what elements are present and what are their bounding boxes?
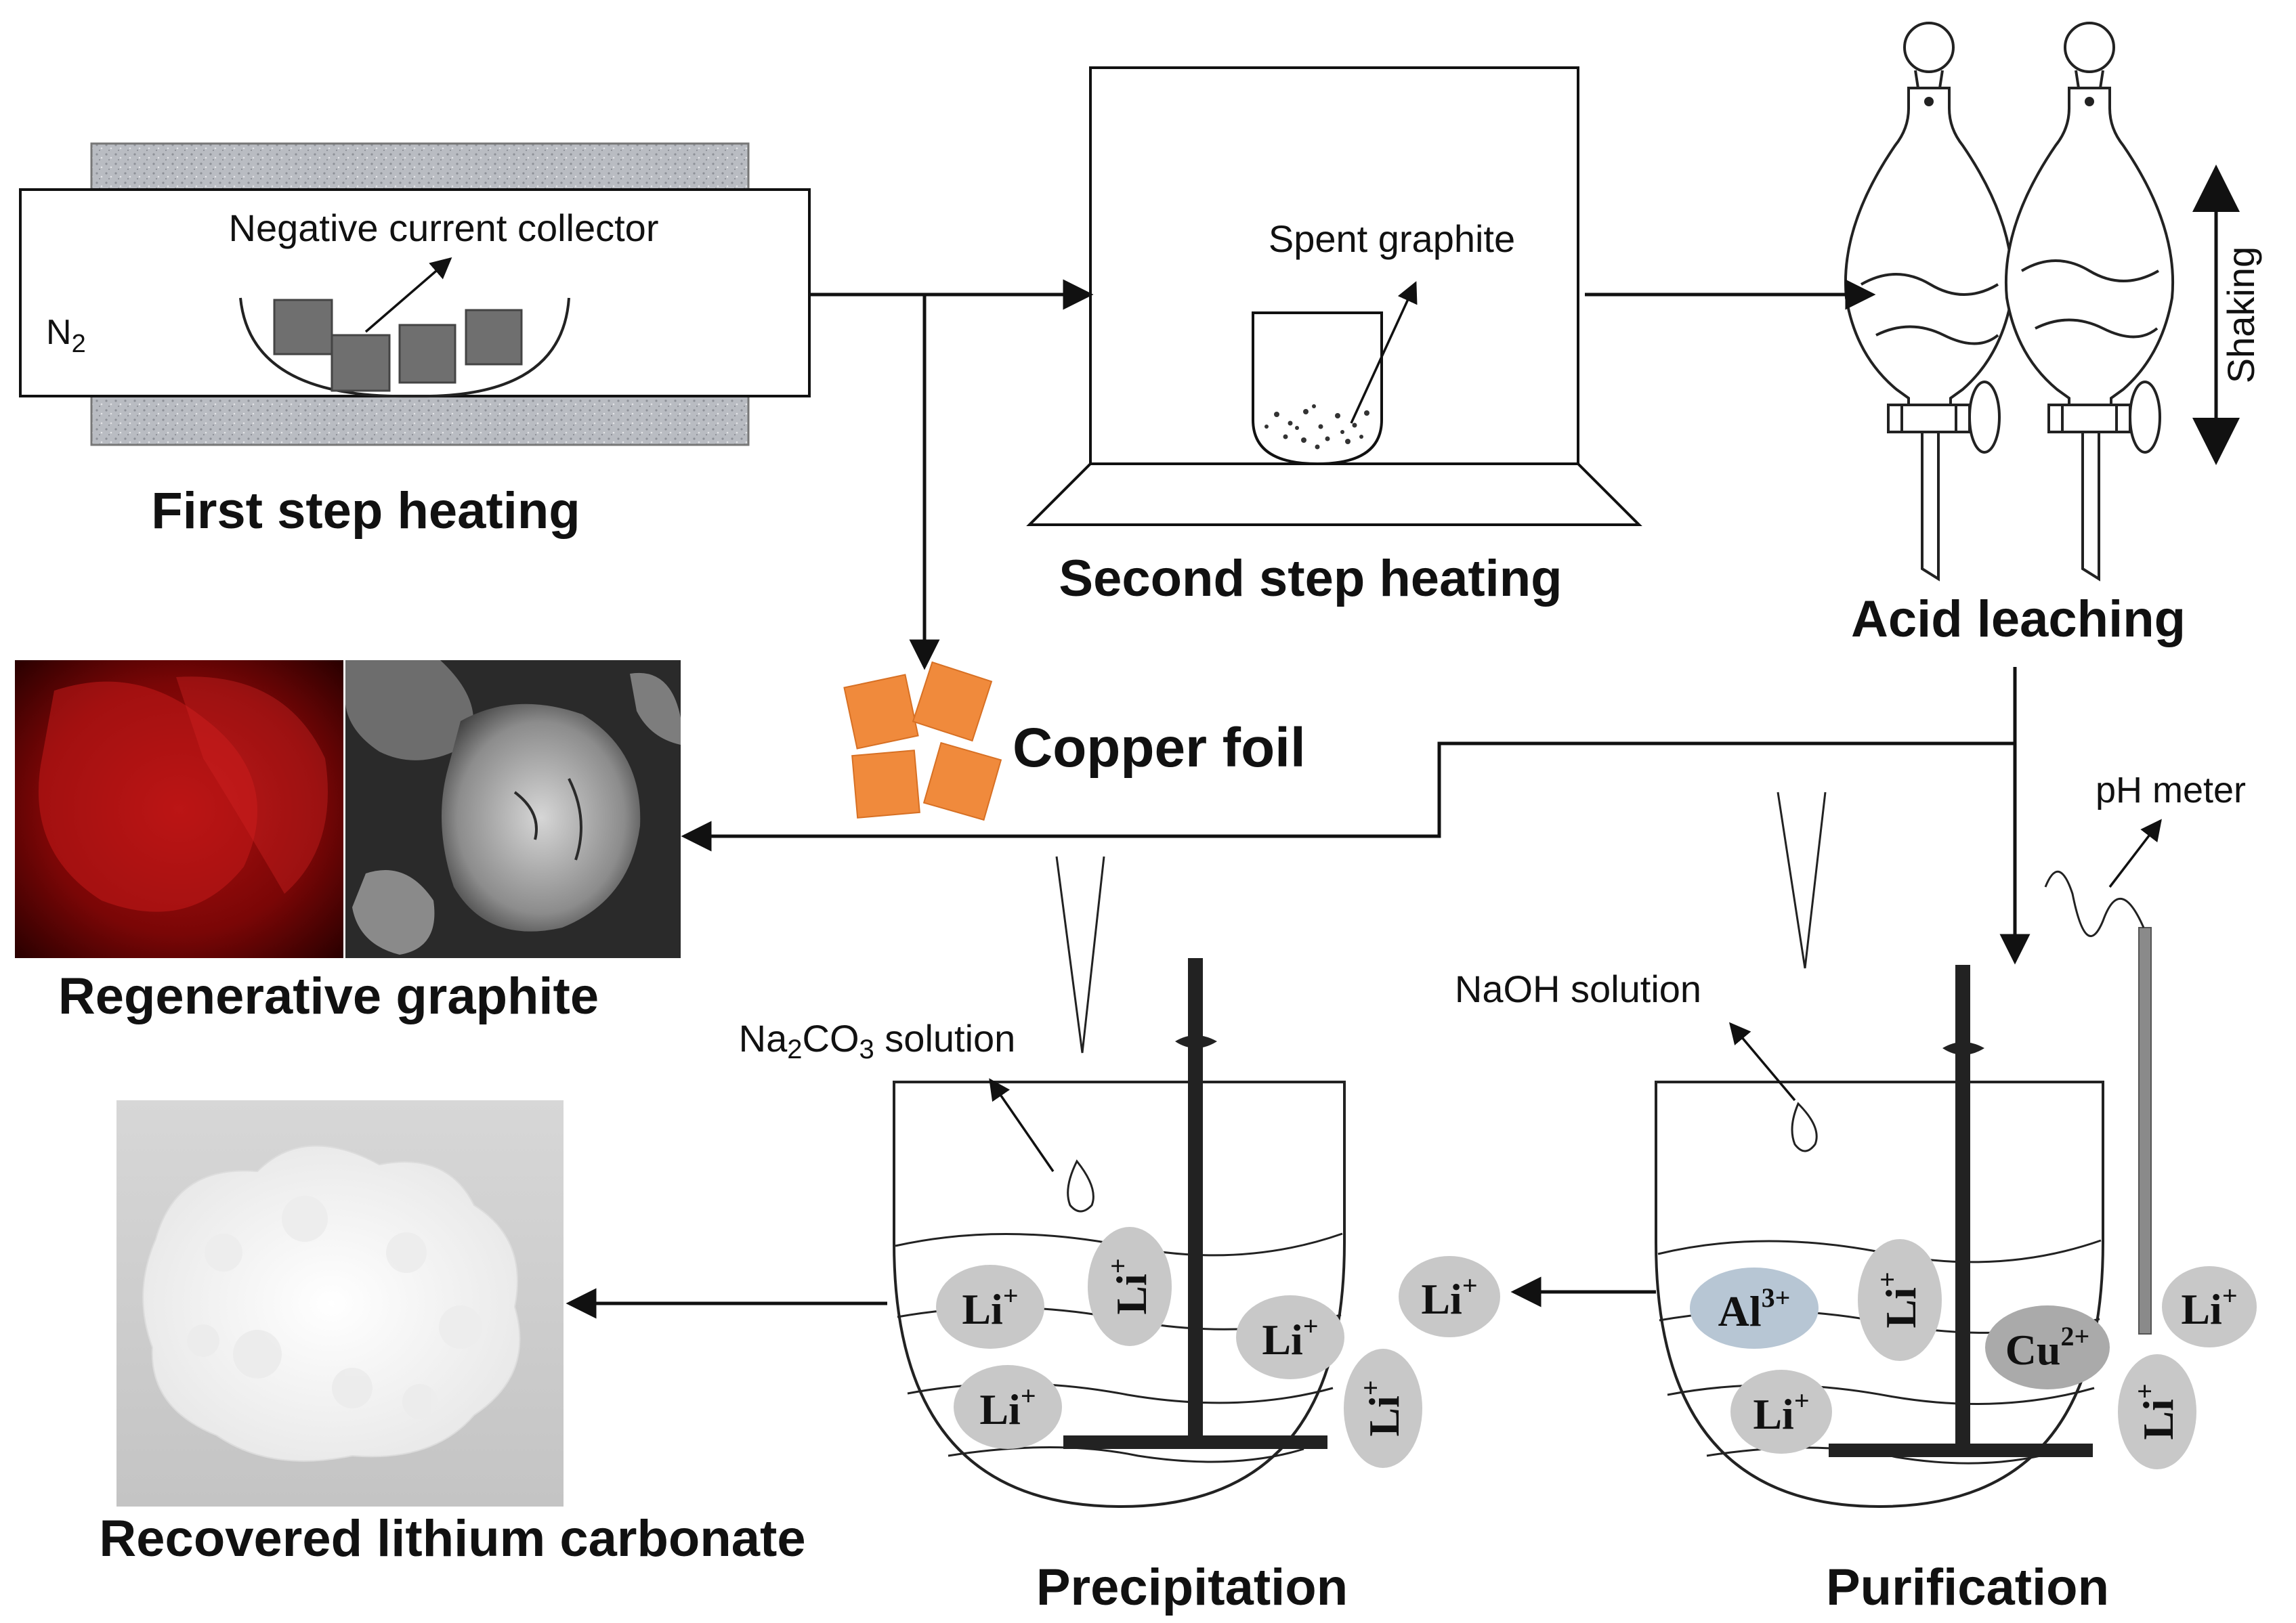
- collector-piece: [465, 309, 523, 366]
- ion-li: Li+: [1399, 1256, 1500, 1337]
- purification-stirrer-shaft: [1955, 965, 1970, 1452]
- ion-li: Li+: [2118, 1354, 2196, 1469]
- svg-text:Li+: Li+: [1103, 1258, 1155, 1314]
- precipitation-ions: Li+ Li+ Li+ Li+ Li+ Li+: [936, 1227, 1500, 1468]
- svg-text:Li+: Li+: [1262, 1311, 1318, 1364]
- ion-cu: Cu2+: [1985, 1305, 2110, 1389]
- purification-title: Purification: [1826, 1559, 2109, 1616]
- spent-graphite-label: Spent graphite: [1269, 217, 1515, 260]
- precipitation-beaker: Na2CO3 solution Li+ Li+ Li+ Li+ Li+ Li+ …: [739, 856, 1500, 1616]
- ph-meter-pointer-arrow: [2108, 819, 2162, 888]
- ion-li: Li+: [1236, 1295, 1344, 1379]
- purification-stirrer-blade: [1829, 1444, 2093, 1457]
- lithium-carbonate-powder: [142, 1145, 521, 1462]
- copper-foil-pieces: [843, 661, 1002, 821]
- svg-text:Li+: Li+: [1753, 1385, 1809, 1438]
- precipitation-title: Precipitation: [1036, 1559, 1348, 1616]
- graphite-pointer-arrow: [1350, 281, 1418, 424]
- graphite-particles: [1264, 404, 1369, 450]
- collector-label: Negative current collector: [229, 207, 659, 249]
- muffle-base: [1026, 462, 1642, 526]
- na2co3-label: Na2CO3 solution: [739, 1017, 1016, 1064]
- copper-piece: [912, 661, 993, 742]
- precipitation-stirrer-blade: [1063, 1435, 1327, 1449]
- ion-li: Li+: [954, 1365, 1062, 1449]
- svg-text:Al3+: Al3+: [1718, 1282, 1791, 1335]
- svg-text:Li+: Li+: [962, 1280, 1018, 1333]
- separatory-funnel: [2004, 22, 2175, 582]
- recovered-lithium-carbonate-title: Recovered lithium carbonate: [99, 1510, 805, 1567]
- purification-beaker: NaOH solution pH meter Al3+ Li+ Cu2+ Li+…: [1455, 770, 2257, 1616]
- svg-text:Li+: Li+: [2129, 1383, 2182, 1440]
- separatory-funnel: [1844, 22, 2014, 582]
- ion-al: Al3+: [1690, 1268, 1819, 1349]
- ph-meter-probe: [2138, 927, 2152, 1335]
- ph-meter-cable: [2044, 871, 2145, 937]
- regenerative-graphite-title: Regenerative graphite: [58, 968, 599, 1025]
- ion-li: Li+: [1858, 1239, 1942, 1361]
- ion-li: Li+: [1344, 1349, 1422, 1468]
- purification-ions: Al3+ Li+ Cu2+ Li+ Li+ Li+: [1690, 1239, 2257, 1469]
- naoh-label: NaOH solution: [1455, 968, 1701, 1010]
- ion-li: Li+: [1088, 1227, 1172, 1346]
- shaking-label: Shaking: [2219, 246, 2262, 383]
- svg-text:Li+: Li+: [1355, 1380, 1408, 1436]
- naoh-dropper: [1777, 792, 1827, 969]
- naoh-droplet: [1791, 1102, 1818, 1152]
- svg-text:Li+: Li+: [979, 1381, 1036, 1433]
- acid-leaching-title: Acid leaching: [1851, 590, 2186, 648]
- copper-piece: [922, 741, 1002, 821]
- graphite-crucible: [1252, 311, 1383, 466]
- na2co3-droplet: [1067, 1159, 1094, 1213]
- first-step-title: First step heating: [151, 482, 580, 540]
- crucible-boat: [239, 297, 570, 398]
- na2co3-pointer-arrow: [989, 1078, 1055, 1172]
- regenerative-graphite-images: Regenerative graphite: [15, 660, 681, 1025]
- collector-piece: [273, 299, 333, 355]
- furnace-top-insulation: [90, 142, 750, 192]
- naoh-pointer-arrow: [1728, 1022, 1796, 1102]
- copper-piece: [851, 750, 920, 819]
- nitrogen-label: N2: [46, 313, 86, 358]
- ph-meter-label: pH meter: [2096, 770, 2246, 810]
- second-step-furnace: Spent graphite Second step heating: [1026, 66, 1642, 607]
- collector-pointer-arrow: [364, 257, 452, 333]
- collector-piece: [398, 324, 456, 384]
- ion-li: Li+: [2162, 1266, 2257, 1347]
- collector-piece: [331, 334, 391, 392]
- graphite-particle: [442, 704, 641, 932]
- acid-leaching-funnels: [1844, 22, 2175, 582]
- svg-text:Cu2+: Cu2+: [2005, 1321, 2090, 1374]
- ion-li: Li+: [1730, 1370, 1832, 1454]
- svg-text:Li+: Li+: [1421, 1270, 1477, 1323]
- svg-text:Li+: Li+: [2181, 1280, 2237, 1333]
- furnace-bottom-insulation: [90, 393, 750, 446]
- na2co3-dropper: [1055, 856, 1105, 1054]
- second-step-title: Second step heating: [1059, 550, 1562, 607]
- lithium-carbonate-photo: Recovered lithium carbonate: [99, 1100, 806, 1567]
- copper-piece: [843, 674, 919, 750]
- copper-foil-label: Copper foil: [1013, 717, 1306, 779]
- arrow-to-regenerative-graphite: [681, 741, 2015, 852]
- ion-li: Li+: [936, 1265, 1044, 1349]
- process-arrows: [566, 279, 2031, 1319]
- first-step-furnace: Negative current collector N2 First step…: [19, 142, 811, 540]
- svg-text:Li+: Li+: [1872, 1272, 1925, 1328]
- precipitation-stirrer-shaft: [1188, 958, 1203, 1446]
